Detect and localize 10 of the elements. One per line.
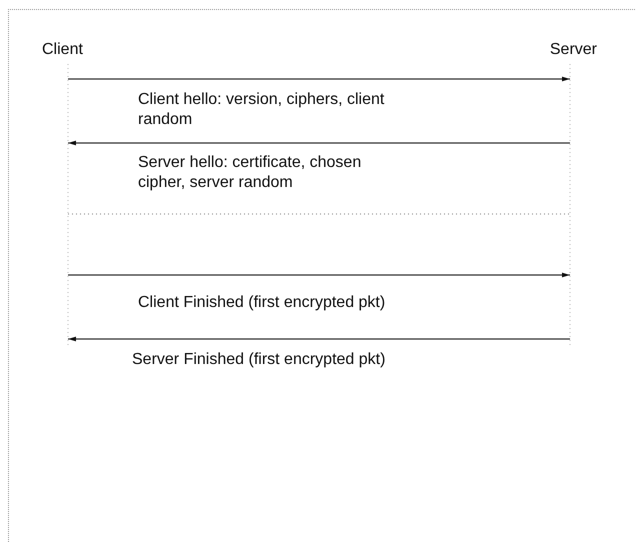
arrow: [68, 76, 570, 82]
lifeline: [42, 40, 83, 346]
arrow: [68, 140, 570, 146]
edge-label: Client Finished (first encrypted pkt): [138, 293, 386, 313]
arrow: [68, 336, 570, 342]
arrow: [68, 272, 570, 278]
participant-name: Server: [550, 40, 597, 60]
lifeline: [550, 40, 597, 346]
edge-label: Server Finished (first encrypted pkt): [132, 350, 386, 370]
participant-name: Client: [42, 40, 83, 60]
